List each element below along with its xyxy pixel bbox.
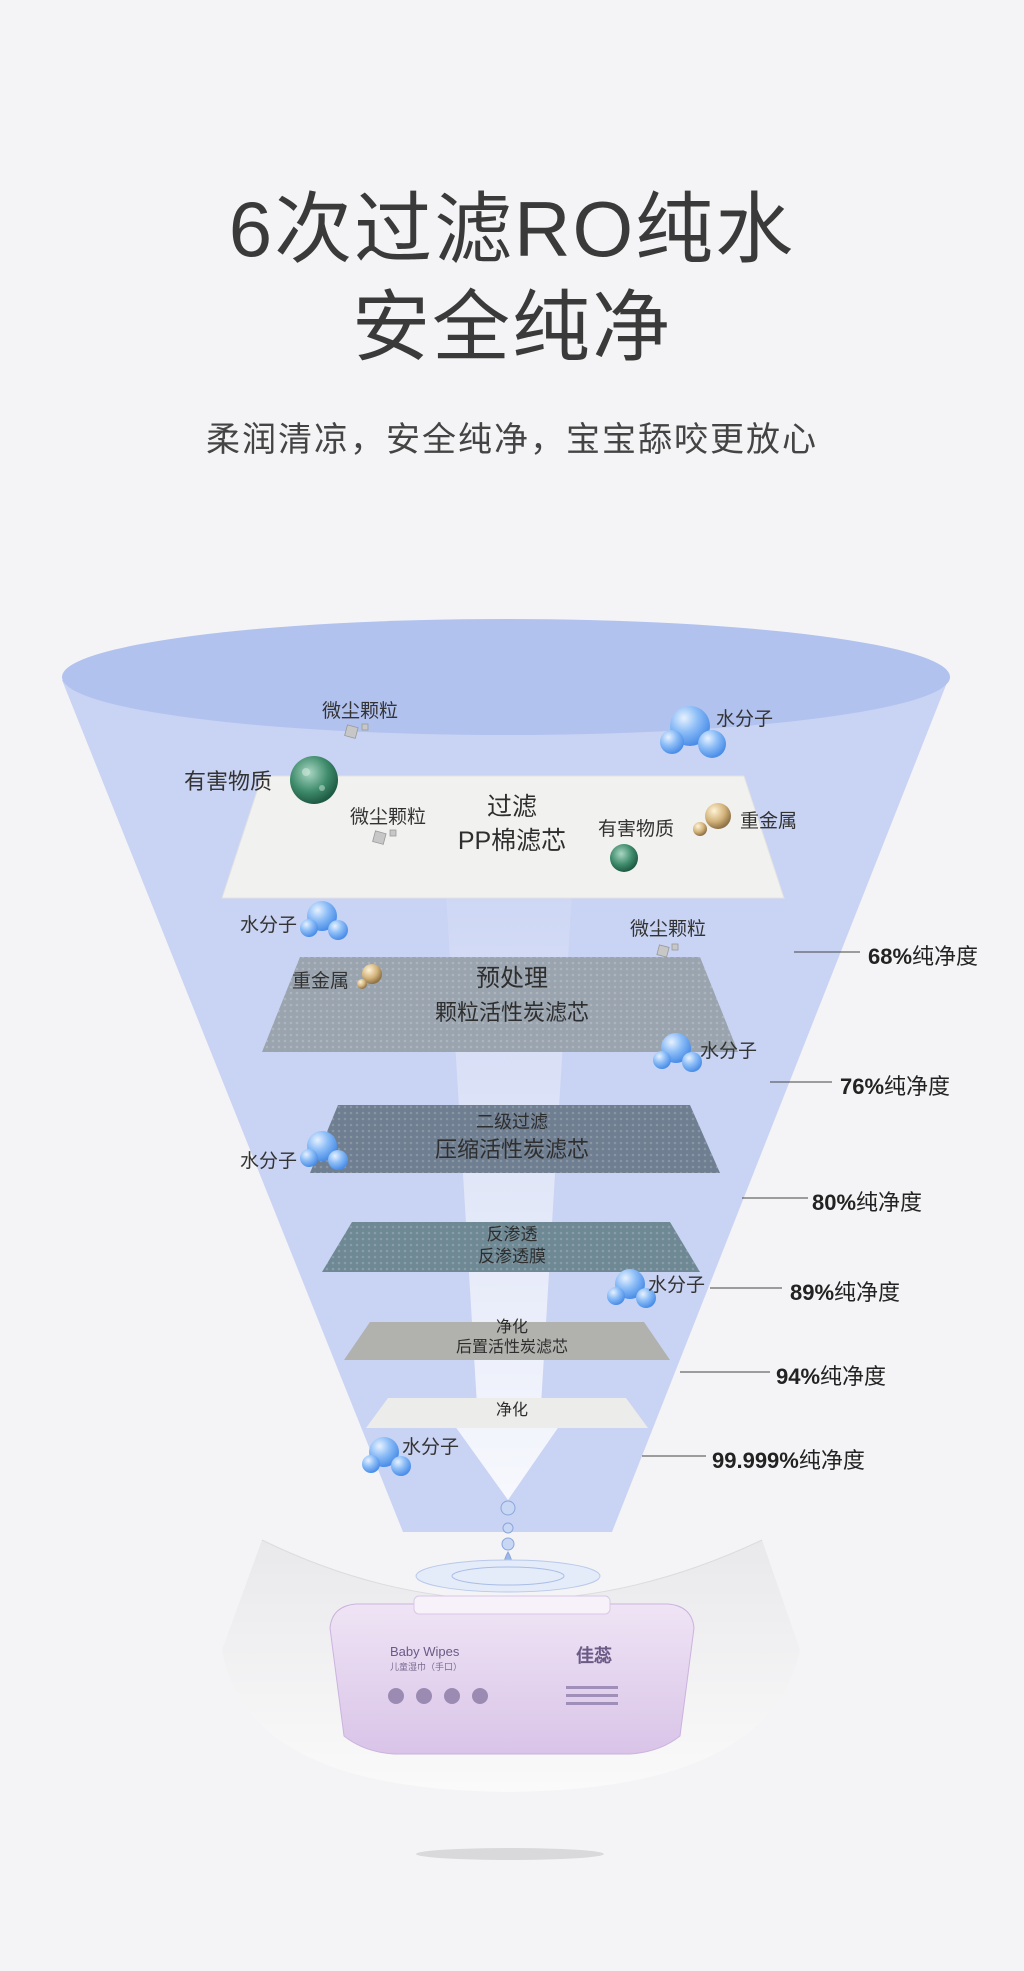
water-molecule-icon (660, 706, 726, 758)
purity-label-5: 94%纯净度 (776, 1359, 886, 1391)
water-molecule-icon-3 (653, 1033, 702, 1072)
purity-value-5: 94% (776, 1364, 821, 1389)
layer-1-name: PP棉滤芯 (457, 827, 567, 855)
purity-value-6: 99.999% (712, 1448, 799, 1473)
label-dust-layer1: 微尘颗粒 (350, 807, 427, 828)
dust-particle-icon-3 (656, 943, 679, 958)
subtitle: 柔润清凉，安全纯净，宝宝舔咬更放心 (206, 421, 818, 459)
floor-shadow (416, 1848, 604, 1860)
purity-suffix-1: 纯净度 (912, 944, 979, 969)
baby-wipes-package (329, 1595, 695, 1755)
purity-value-2: 76% (840, 1074, 885, 1099)
purity-label-2: 76%纯净度 (840, 1069, 950, 1101)
label-water-layer4: 水分子 (648, 1275, 706, 1296)
water-molecule-icon-4 (300, 1131, 348, 1170)
layer-5-caption: 净化 后置活性炭滤芯 (412, 1318, 612, 1358)
filter-layer-pp (221, 775, 785, 899)
purity-label-4: 89%纯净度 (790, 1275, 900, 1307)
label-heavy-metal-layer1: 重金属 (740, 811, 798, 832)
layer-4-name: 反渗透膜 (478, 1247, 546, 1266)
purity-label-3: 80%纯净度 (812, 1185, 922, 1217)
layer-6-caption: 净化 (452, 1401, 572, 1421)
layer-5-name: 后置活性炭滤芯 (455, 1339, 568, 1356)
label-water-layer3: 水分子 (240, 1151, 298, 1172)
layer-1-step: 过滤 (486, 793, 537, 821)
label-dust-below1: 微尘颗粒 (630, 919, 707, 940)
package-brand: 佳蕊 (576, 1646, 612, 1666)
label-heavy-metal-layer2: 重金属 (292, 971, 350, 992)
water-molecule-icon-2 (300, 901, 348, 940)
label-harmful-left: 有害物质 (184, 769, 273, 794)
label-dust-top: 微尘颗粒 (322, 701, 399, 722)
harmful-substance-small-icon (610, 844, 638, 872)
label-water-layer6: 水分子 (402, 1437, 460, 1458)
filter-layer-post-carbon (344, 1322, 670, 1360)
purity-suffix-6: 纯净度 (798, 1448, 865, 1473)
water-molecule-icon-5 (607, 1269, 656, 1308)
purity-suffix-5: 纯净度 (820, 1364, 887, 1389)
headline: 6次过滤RO纯水 安全纯净 (0, 180, 1024, 376)
layer-4-caption: 反渗透 反渗透膜 (432, 1224, 592, 1268)
layer-1-caption: 过滤 PP棉滤芯 (412, 790, 612, 858)
purity-leader-lines (642, 951, 860, 1457)
layer-3-caption: 二级过滤 压缩活性炭滤芯 (400, 1108, 624, 1164)
purity-suffix-3: 纯净度 (856, 1190, 923, 1215)
harmful-substance-icon (290, 756, 338, 804)
layer-2-name: 颗粒活性炭滤芯 (434, 1000, 589, 1025)
title-line-2: 安全纯净 (351, 283, 672, 371)
heavy-metal-icon-2 (357, 964, 382, 989)
layer-3-step: 二级过滤 (476, 1112, 548, 1132)
filter-layer-purify (366, 1398, 648, 1428)
purity-label-6: 99.999%纯净度 (712, 1443, 865, 1475)
funnel-top (62, 619, 950, 735)
layer-5-step: 净化 (495, 1319, 528, 1336)
package-sublabel: 儿童湿巾（手口） (390, 1662, 463, 1672)
layer-2-caption: 预处理 颗粒活性炭滤芯 (382, 962, 642, 1030)
purity-label-1: 68%纯净度 (868, 939, 978, 971)
label-water-below1: 水分子 (240, 915, 298, 936)
layer-6-step: 净化 (495, 1402, 528, 1419)
dust-particle-icon-2 (372, 829, 397, 845)
purity-value-3: 80% (812, 1190, 857, 1215)
label-harmful-layer1: 有害物质 (598, 819, 675, 840)
layer-4-step: 反渗透 (486, 1225, 538, 1244)
purity-suffix-2: 纯净度 (884, 1074, 951, 1099)
title-line-1: 6次过滤RO纯水 (228, 185, 796, 273)
purity-suffix-4: 纯净度 (834, 1280, 901, 1305)
purity-value-4: 89% (790, 1280, 835, 1305)
dust-particle-icon (344, 723, 369, 739)
heavy-metal-icon (693, 803, 731, 836)
label-water-top: 水分子 (716, 709, 774, 730)
purity-value-1: 68% (868, 944, 913, 969)
water-ripple (415, 1559, 601, 1593)
label-water-layer2: 水分子 (700, 1041, 758, 1062)
layer-3-name: 压缩活性炭滤芯 (434, 1137, 589, 1162)
package-label: Baby Wipes (390, 1644, 460, 1659)
layer-2-step: 预处理 (476, 965, 548, 992)
water-molecule-icon-6 (362, 1437, 411, 1476)
